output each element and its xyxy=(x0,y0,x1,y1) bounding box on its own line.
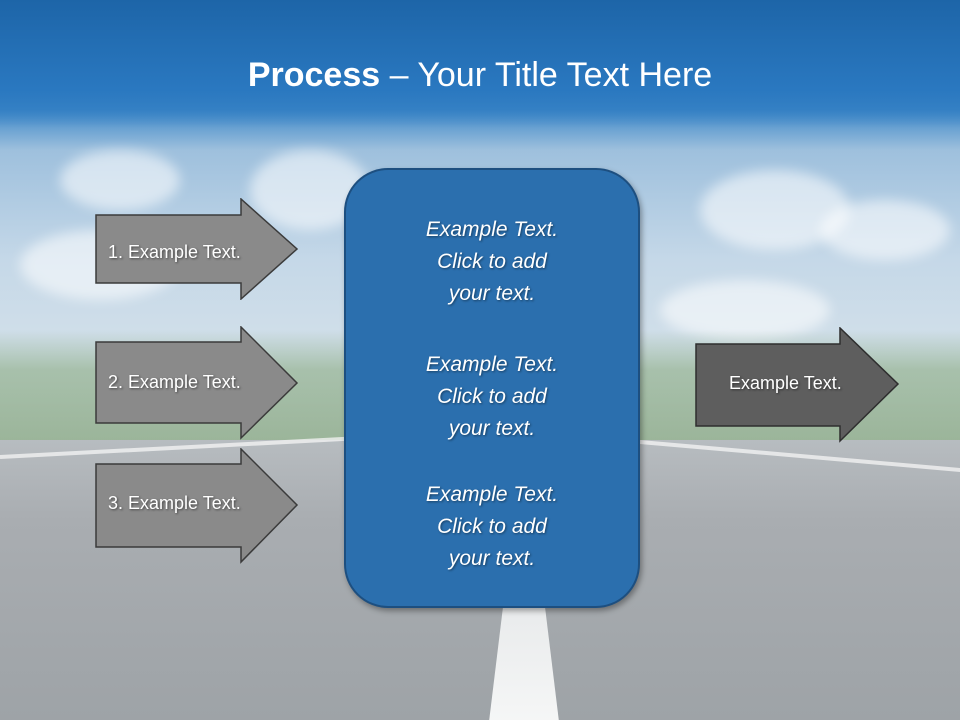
center-text-line: your text. xyxy=(448,417,536,440)
center-text-box[interactable]: Example Text. Click to add your text. Ex… xyxy=(344,168,640,608)
center-text-line: your text. xyxy=(448,282,536,305)
title-rest: – Your Title Text Here xyxy=(380,56,713,94)
arrow-label: 1. Example Text. xyxy=(108,242,241,262)
slide-title[interactable]: Process – Your Title Text Here xyxy=(0,52,960,98)
process-arrow-1[interactable]: 1. Example Text. xyxy=(95,198,300,300)
cloud xyxy=(820,200,950,260)
center-text-block-1: Example Text. Click to add your text. xyxy=(346,214,638,310)
center-text-line: Example Text. xyxy=(425,218,559,241)
center-text-line: Click to add xyxy=(437,515,547,538)
arrow-label: 3. Example Text. xyxy=(108,493,241,513)
title-bar xyxy=(0,0,960,128)
center-text-line: Example Text. xyxy=(425,353,559,376)
arrow-shape xyxy=(95,326,299,440)
center-text-line: Click to add xyxy=(437,385,547,408)
arrow-label: Example Text. xyxy=(729,373,842,393)
arrow-shape xyxy=(95,448,299,564)
process-arrow-3[interactable]: 3. Example Text. xyxy=(95,448,300,564)
title-bold: Process xyxy=(247,56,381,94)
arrow-shape xyxy=(95,198,299,300)
center-text-line: your text. xyxy=(448,547,536,570)
arrow-label: 2. Example Text. xyxy=(108,372,241,392)
result-arrow[interactable]: Example Text. xyxy=(695,327,901,443)
process-arrow-2[interactable]: 2. Example Text. xyxy=(95,326,300,440)
center-text-block-3: Example Text. Click to add your text. xyxy=(346,479,638,575)
center-text-block-2: Example Text. Click to add your text. xyxy=(346,349,638,445)
center-text-line: Example Text. xyxy=(425,483,559,506)
arrow-shape xyxy=(695,327,900,443)
cloud xyxy=(60,150,180,210)
center-text-line: Click to add xyxy=(437,250,547,273)
